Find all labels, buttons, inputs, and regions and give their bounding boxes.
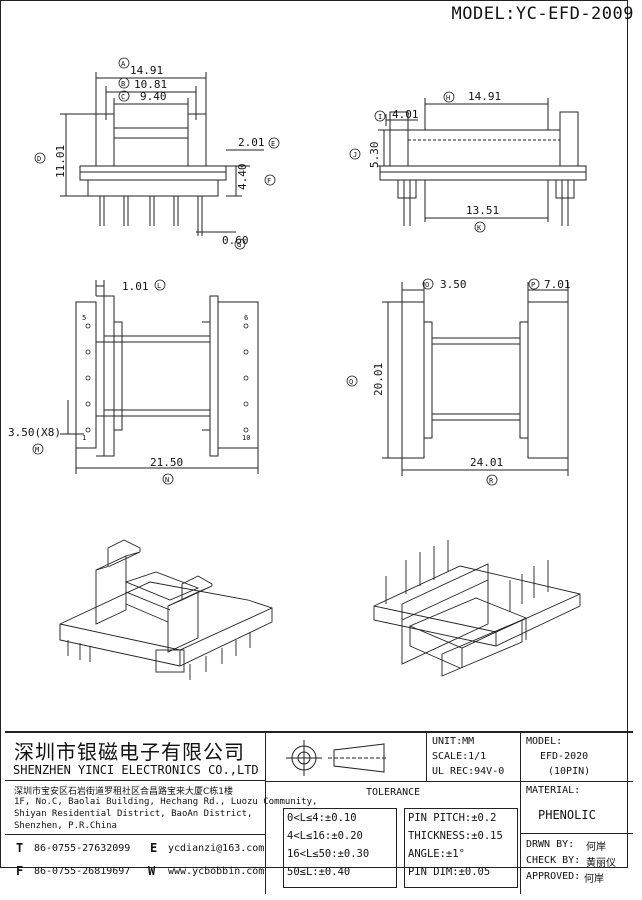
tolerance-title: TOLERANCE — [366, 787, 421, 798]
titleblock-rule-2 — [265, 781, 633, 782]
pin-label-10: 10 — [242, 434, 250, 442]
material-label: MATERIAL: — [526, 785, 581, 796]
dim-j-text: 5.30 — [368, 142, 381, 169]
titleblock-divider-3 — [520, 731, 521, 894]
drawn-by-label: DRWN BY: — [526, 839, 575, 850]
pin-label-1: 1 — [82, 434, 86, 442]
svg-text:Q: Q — [349, 378, 353, 386]
dim-d-text: 11.01 — [54, 145, 67, 178]
dim-m-text: 3.50(X8) — [8, 426, 61, 439]
approved-by-name: 何岸 — [584, 874, 604, 885]
model-title: MODEL:YC-EFD-2009 — [451, 4, 634, 24]
unit-label: UNIT:MM — [432, 736, 475, 747]
company-name-cn: 深圳市银磁电子有限公司 — [14, 740, 245, 764]
email-address[interactable]: ycdianzi@163.com — [168, 843, 265, 854]
scale-label: SCALE:1/1 — [432, 751, 487, 762]
svg-text:D: D — [37, 155, 41, 163]
check-by-label: CHECK BY: — [526, 855, 581, 866]
isometric-view-top — [59, 539, 273, 680]
dim-k-text: 13.51 — [466, 204, 499, 217]
titleblock-divider-2 — [426, 731, 427, 781]
company-address-line1: 1F, No.C, Baolai Building, Hechang Rd., … — [14, 797, 318, 807]
tolerance-row-4: 50≤L:±0.40 — [287, 866, 351, 878]
titleblock-rule-4 — [520, 833, 633, 834]
tel-number[interactable]: 86-0755-27632099 — [34, 843, 131, 854]
fax-label: F — [16, 864, 24, 878]
pin-count: (10PIN) — [548, 766, 591, 777]
svg-text:G: G — [237, 241, 241, 249]
bottom-view — [60, 280, 259, 474]
material-value: PHENOLIC — [538, 808, 596, 822]
dim-a-text: 14.91 — [130, 64, 163, 77]
website-link[interactable]: www.ycbobbin.com — [168, 866, 265, 877]
thickness-tolerance: THICKNESS:±0.15 — [408, 830, 503, 842]
tolerance-right-box — [404, 808, 518, 888]
email-label: E — [150, 841, 158, 855]
dim-o-text: 3.50 — [440, 278, 467, 291]
titleblock-top-rule — [5, 731, 633, 733]
svg-text:B: B — [121, 80, 125, 88]
tel-label: T — [16, 841, 24, 855]
dim-q-text: 20.01 — [372, 363, 385, 396]
ul-rec-label: UL REC:94V-0 — [432, 766, 505, 777]
dim-i-text: 4.01 — [392, 108, 419, 121]
drawn-by-name: 何岸 — [586, 842, 606, 853]
web-label: W — [148, 864, 156, 878]
titleblock-rule-5 — [5, 780, 265, 781]
tolerance-row-1: 0<L≤4:±0.10 — [287, 812, 357, 824]
pin-dim-tolerance: PIN DIM:±0.05 — [408, 866, 491, 878]
drawing-frame — [0, 0, 628, 868]
svg-text:I: I — [378, 113, 382, 121]
company-name-en: SHENZHEN YINCI ELECTRONICS CO.,LTD — [13, 763, 259, 777]
tolerance-row-3: 16<L≤50:±0.30 — [287, 848, 370, 860]
angle-tolerance: ANGLE:±1° — [408, 848, 465, 860]
check-by-name: 黄丽仪 — [586, 858, 616, 869]
dim-h-text: 14.91 — [468, 90, 501, 103]
dim-p-text: 7.01 — [544, 278, 571, 291]
svg-text:C: C — [121, 93, 125, 101]
top-view — [382, 282, 569, 476]
side-view — [378, 98, 587, 226]
drawing-views: 14.91 10.81 9.40 2.01 0.60 11.01 4.40 A … — [8, 57, 587, 680]
dim-c-text: 9.40 — [140, 90, 167, 103]
company-address-line3: Shenzhen, P.R.China — [14, 821, 117, 831]
svg-text:R: R — [489, 477, 494, 485]
titleblock-rule-3 — [520, 781, 633, 782]
svg-text:L: L — [157, 282, 161, 290]
fax-number[interactable]: 86-0755-26819697 — [34, 866, 131, 877]
dim-l-text: 1.01 — [122, 280, 149, 293]
dim-b-text: 10.81 — [134, 78, 167, 91]
dim-f-text: 4.40 — [236, 164, 249, 191]
svg-text:K: K — [477, 224, 482, 232]
svg-text:H: H — [446, 94, 450, 102]
pin-label-5: 5 — [82, 314, 86, 322]
svg-text:A: A — [121, 60, 126, 68]
dim-n-text: 21.50 — [150, 456, 183, 469]
pin-label-6: 6 — [244, 314, 248, 322]
dim-e-text: 2.01 — [238, 136, 265, 149]
projection-symbol-icon — [286, 740, 388, 776]
company-address-line2: Shiyan Residential District, BaoAn Distr… — [14, 809, 253, 819]
tolerance-row-2: 4<L≤16:±0.20 — [287, 830, 363, 842]
tolerance-left-box — [283, 808, 397, 888]
titleblock-rule-6 — [5, 834, 265, 835]
svg-text:P: P — [531, 281, 535, 289]
svg-text:J: J — [353, 151, 357, 159]
approved-by-label: APPROVED: — [526, 871, 581, 882]
svg-text:N: N — [165, 476, 169, 484]
svg-text:E: E — [271, 140, 275, 148]
svg-text:M: M — [35, 446, 39, 454]
dim-r-text: 24.01 — [470, 456, 503, 469]
pin-pitch-tolerance: PIN PITCH:±0.2 — [408, 812, 497, 824]
dim-g-text: 0.60 — [222, 234, 249, 247]
company-address-cn: 深圳市宝安区石岩街道罗租社区合昌路宝来大厦C栋1楼 — [14, 787, 234, 797]
titleblock-divider-1 — [265, 731, 266, 894]
svg-text:O: O — [425, 281, 429, 289]
model-label: MODEL: — [526, 736, 563, 747]
svg-text:F: F — [267, 177, 271, 185]
isometric-view-bottom — [373, 540, 581, 677]
model-value: EFD-2020 — [540, 751, 589, 762]
front-view — [60, 72, 264, 236]
